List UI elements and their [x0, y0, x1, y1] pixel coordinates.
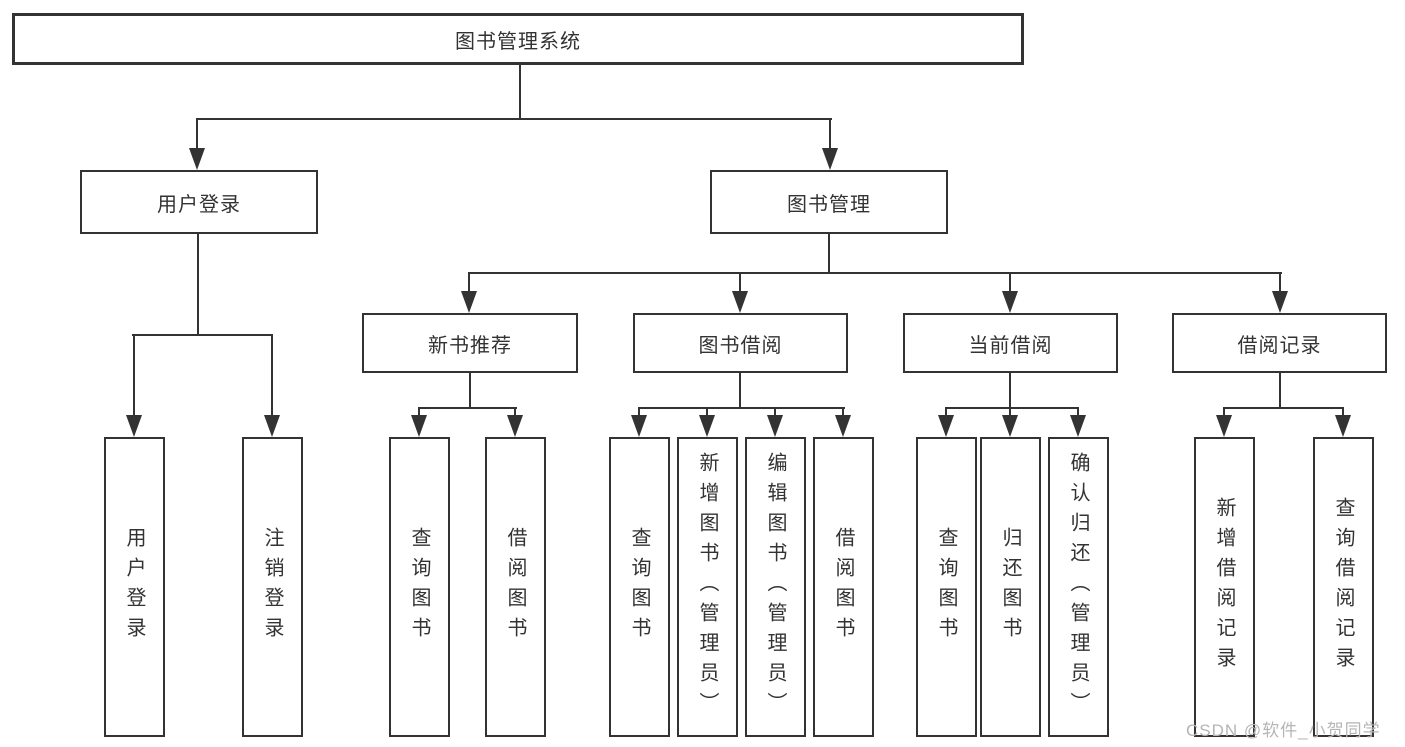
arrow-down-icon — [822, 148, 838, 170]
connector-line — [271, 334, 273, 417]
leaf-user-login: 用户登录 — [104, 437, 165, 737]
node-label: 借阅图书 — [832, 527, 854, 647]
connector-line — [519, 64, 521, 120]
arrow-down-icon — [264, 415, 280, 437]
leaf-query-borrow-record: 查询借阅记录 — [1313, 437, 1374, 737]
node-root: 图书管理系统 — [12, 13, 1024, 65]
node-label: 编辑图书（管理员） — [764, 452, 786, 722]
leaf-query-books-recommend: 查询图书 — [389, 437, 450, 737]
arrow-down-icon — [461, 291, 477, 313]
node-label: 新增借阅记录 — [1213, 497, 1235, 677]
node-current-borrowing: 当前借阅 — [903, 313, 1118, 373]
node-book-borrowing: 图书借阅 — [633, 313, 848, 373]
leaf-query-books-current: 查询图书 — [916, 437, 977, 737]
connector-line — [132, 334, 273, 336]
connector-line — [1223, 407, 1344, 409]
arrow-down-icon — [1070, 415, 1086, 437]
node-book-management: 图书管理 — [710, 170, 948, 234]
arrow-down-icon — [732, 291, 748, 313]
connector-line — [1223, 407, 1225, 419]
connector-line — [842, 407, 844, 419]
node-label: 图书借阅 — [698, 334, 783, 357]
connector-line — [468, 272, 470, 293]
connector-line — [1009, 272, 1011, 293]
arrow-down-icon — [1002, 415, 1018, 437]
leaf-edit-books-admin: 编辑图书（管理员） — [745, 437, 806, 737]
leaf-confirm-return-admin: 确认归还（管理员） — [1048, 437, 1109, 737]
connector-line — [706, 407, 708, 419]
arrow-down-icon — [1216, 415, 1232, 437]
node-label: 当前借阅 — [968, 334, 1053, 357]
connector-line — [514, 407, 516, 419]
node-new-book-recommend: 新书推荐 — [362, 313, 578, 373]
connector-line — [739, 371, 741, 409]
node-label: 新增图书（管理员） — [696, 452, 718, 722]
arrow-down-icon — [507, 415, 523, 437]
arrow-down-icon — [835, 415, 851, 437]
node-label: 新书推荐 — [428, 334, 512, 357]
node-label: 图书管理系统 — [455, 30, 581, 53]
node-label: 查询图书 — [935, 527, 957, 647]
node-label: 用户登录 — [123, 527, 145, 647]
connector-line — [829, 118, 831, 151]
connector-line — [133, 334, 135, 417]
node-user-login: 用户登录 — [80, 170, 318, 234]
node-label: 查询图书 — [628, 527, 650, 647]
node-label: 用户登录 — [157, 193, 241, 216]
connector-line — [739, 272, 741, 293]
connector-line — [1279, 371, 1281, 409]
arrow-down-icon — [411, 415, 427, 437]
leaf-borrow-books-recommend: 借阅图书 — [485, 437, 546, 737]
connector-line — [945, 407, 1079, 409]
watermark: CSDN @软件_小贺同学 — [1186, 721, 1381, 740]
arrow-down-icon — [1272, 291, 1288, 313]
leaf-add-books-admin: 新增图书（管理员） — [677, 437, 738, 737]
arrow-down-icon — [938, 415, 954, 437]
connector-line — [945, 407, 947, 419]
arrow-down-icon — [1335, 415, 1351, 437]
arrow-down-icon — [767, 415, 783, 437]
connector-line — [418, 407, 517, 409]
leaf-return-books: 归还图书 — [980, 437, 1041, 737]
arrow-down-icon — [189, 148, 205, 170]
node-label: 归还图书 — [999, 527, 1021, 647]
connector-line — [197, 232, 199, 336]
connector-line — [1279, 272, 1281, 293]
connector-line — [1009, 407, 1011, 419]
connector-line — [469, 371, 471, 409]
connector-line — [418, 407, 420, 419]
arrow-down-icon — [1002, 291, 1018, 313]
connector-line — [774, 407, 776, 419]
node-borrowing-records: 借阅记录 — [1172, 313, 1387, 373]
leaf-add-borrow-record: 新增借阅记录 — [1194, 437, 1255, 737]
node-label: 确认归还（管理员） — [1067, 452, 1089, 722]
connector-line — [1009, 371, 1011, 409]
arrow-down-icon — [631, 415, 647, 437]
connector-line — [196, 118, 832, 120]
connector-line — [828, 232, 830, 274]
connector-line — [196, 118, 198, 151]
arrow-down-icon — [699, 415, 715, 437]
node-label: 借阅图书 — [504, 527, 526, 647]
node-label: 图书管理 — [787, 193, 871, 216]
connector-line — [638, 407, 640, 419]
arrow-down-icon — [126, 415, 142, 437]
connector-line — [638, 407, 845, 409]
connector-line — [1342, 407, 1344, 419]
node-label: 借阅记录 — [1237, 334, 1322, 357]
leaf-query-books-borrow: 查询图书 — [609, 437, 670, 737]
leaf-borrow-books: 借阅图书 — [813, 437, 874, 737]
connector-line — [1077, 407, 1079, 419]
connector-line — [468, 272, 1282, 274]
node-label: 查询借阅记录 — [1332, 497, 1354, 677]
node-label: 注销登录 — [261, 527, 283, 647]
node-label: 查询图书 — [408, 527, 430, 647]
leaf-logout: 注销登录 — [242, 437, 303, 737]
